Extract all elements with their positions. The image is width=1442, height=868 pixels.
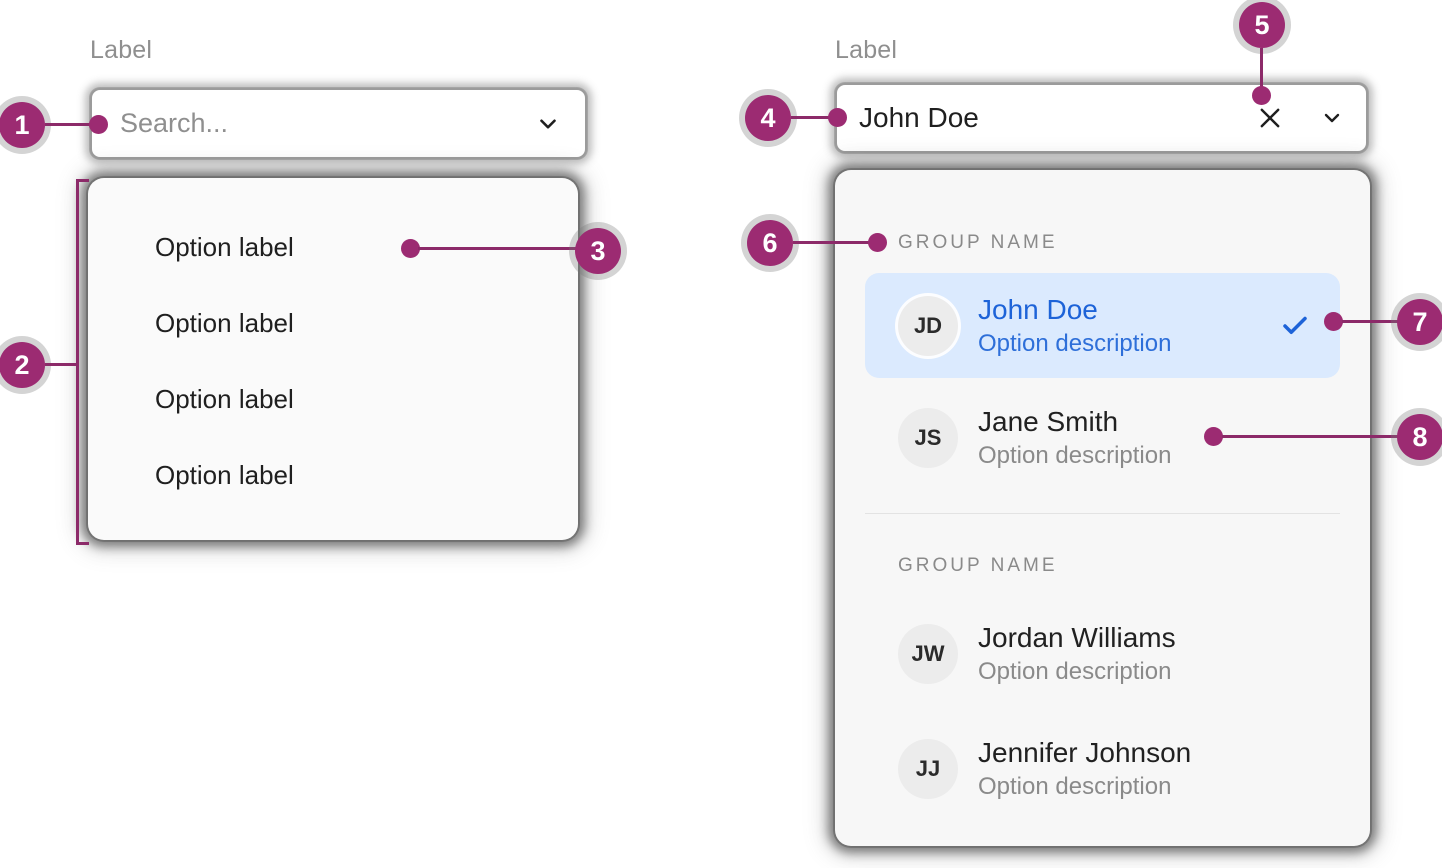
annotation-line <box>1222 435 1398 438</box>
annotation-dot <box>1204 427 1223 446</box>
annotation-marker-2: 2 <box>0 342 45 388</box>
option-row-selected[interactable]: JD John Doe Option description <box>865 273 1340 378</box>
annotation-line <box>45 363 77 366</box>
annotation-bracket <box>76 179 79 545</box>
avatar: JS <box>898 407 958 468</box>
annotation-line <box>45 123 90 126</box>
selected-value-text: John Doe <box>859 102 979 133</box>
annotation-marker-6: 6 <box>747 220 793 266</box>
search-placeholder: Search... <box>120 108 229 138</box>
option-item[interactable]: Option label <box>155 231 294 262</box>
annotation-marker-7: 7 <box>1397 299 1442 345</box>
chevron-down-icon[interactable] <box>1320 106 1344 130</box>
avatar: JJ <box>898 738 958 799</box>
annotation-line <box>1260 48 1263 90</box>
annotation-dot <box>401 239 420 258</box>
option-row[interactable]: JW Jordan Williams Option description <box>865 601 1340 706</box>
chevron-down-icon[interactable] <box>535 111 561 137</box>
option-name: Jennifer Johnson <box>978 737 1192 768</box>
option-row[interactable]: JS Jane Smith Option description <box>865 385 1340 490</box>
annotation-dot <box>89 115 108 134</box>
annotation-bracket-tick <box>76 179 89 182</box>
option-name: John Doe <box>978 294 1098 325</box>
group-header: GROUP NAME <box>898 555 1058 576</box>
annotation-bracket-tick <box>76 542 89 545</box>
annotation-marker-8: 8 <box>1397 414 1442 460</box>
annotation-dot <box>1252 86 1271 105</box>
option-item[interactable]: Option label <box>155 307 294 338</box>
annotation-line <box>418 247 576 250</box>
option-description: Option description <box>978 658 1172 685</box>
option-description: Option description <box>978 773 1172 800</box>
option-item[interactable]: Option label <box>155 383 294 414</box>
group-header: GROUP NAME <box>898 232 1058 253</box>
annotation-dot <box>868 233 887 252</box>
check-icon <box>1280 311 1310 341</box>
option-description: Option description <box>978 330 1172 357</box>
right-combobox-label: Label <box>835 36 898 64</box>
option-item[interactable]: Option label <box>155 459 294 490</box>
annotation-marker-1: 1 <box>0 102 45 148</box>
annotation-line <box>793 241 869 244</box>
left-combobox-label: Label <box>90 36 153 64</box>
annotation-line <box>1342 320 1398 323</box>
left-dropdown-panel: Option label Option label Option label O… <box>88 178 578 540</box>
group-divider <box>865 513 1340 514</box>
selected-value-input[interactable]: John Doe <box>835 83 1368 153</box>
search-input[interactable]: Search... <box>90 88 587 159</box>
avatar: JW <box>898 623 958 684</box>
clear-x-icon[interactable] <box>1256 104 1284 132</box>
annotation-marker-5: 5 <box>1239 2 1285 48</box>
annotation-line <box>791 116 831 119</box>
annotation-dot <box>1324 312 1343 331</box>
option-description: Option description <box>978 442 1172 469</box>
annotation-marker-3: 3 <box>575 228 621 274</box>
avatar: JD <box>898 295 958 356</box>
annotation-marker-4: 4 <box>745 95 791 141</box>
option-name: Jordan Williams <box>978 622 1176 653</box>
annotation-dot <box>828 108 847 127</box>
option-name: Jane Smith <box>978 406 1119 437</box>
right-dropdown-panel: GROUP NAME JD John Doe Option descriptio… <box>835 170 1370 846</box>
option-row[interactable]: JJ Jennifer Johnson Option description <box>865 716 1340 821</box>
